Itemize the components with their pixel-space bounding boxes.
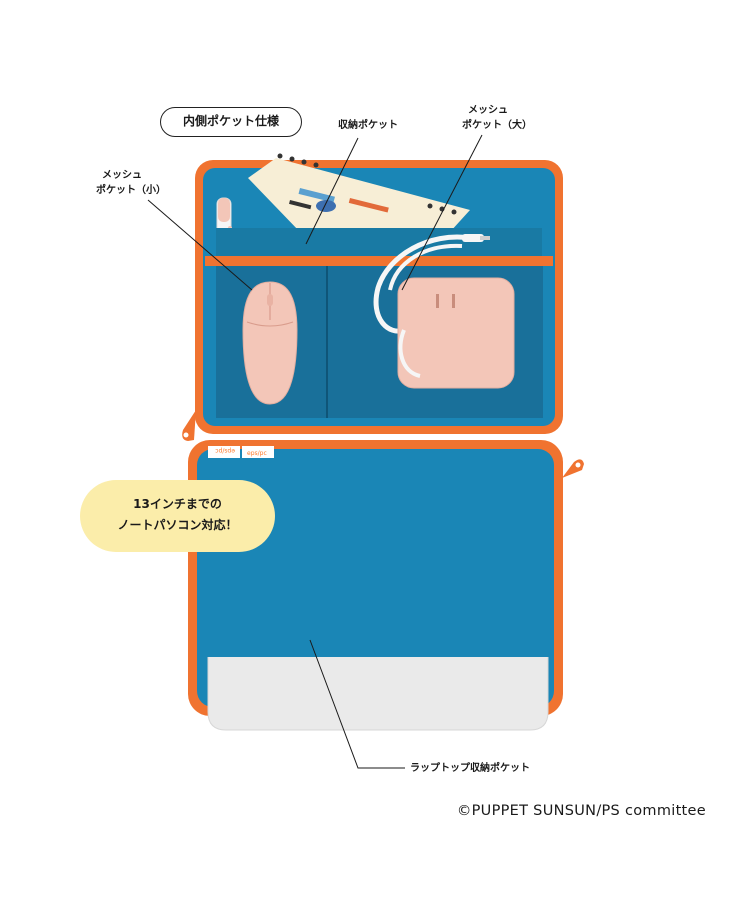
mesh-pocket-small-label-line2: ポケット（小）: [96, 185, 166, 196]
mesh-pocket-large-label-line1: メッシュ: [468, 105, 508, 116]
brand-tag-right-text: eps/pc: [247, 450, 267, 457]
storage-pocket: [216, 228, 542, 258]
brand-tag-left-text: eps/pc: [215, 447, 235, 454]
upper-zipper-pull: [182, 410, 196, 441]
leader-lines: [147, 134, 483, 769]
mesh-pocket-small-label-line1: メッシュ: [102, 170, 142, 181]
mesh-pocket-large-label: メッシュ ポケット（大）: [462, 103, 532, 133]
laptop-illustration: [207, 653, 549, 731]
brand-tag-left: [208, 446, 240, 458]
laptop-pocket-label: ラップトップ収納ポケット: [410, 763, 530, 774]
charger-illustration: [373, 234, 515, 389]
laptop-pocket: [204, 605, 550, 657]
pocket-divider-band: [205, 256, 553, 266]
mouse-illustration: [242, 281, 298, 405]
callout-line1: 13インチまでの: [133, 497, 222, 511]
laptop-size-callout: 13インチまでの ノートパソコン対応！: [80, 480, 275, 552]
inner-pocket-spec-heading: 内側ポケット仕様: [160, 107, 302, 137]
lower-zipper-pull: [562, 459, 584, 478]
copyright-notice: ©PUPPET SUNSUN/PS committee: [456, 803, 706, 819]
mesh-pocket-large-label-line2: ポケット（大）: [462, 120, 532, 131]
callout-line2: ノートパソコン対応！: [117, 518, 238, 532]
storage-pocket-label: 収納ポケット: [338, 120, 398, 131]
notebook-illustration: [248, 153, 470, 232]
mesh-pocket-small-label: メッシュ ポケット（小）: [96, 168, 166, 198]
brand-tag-right: [242, 446, 274, 458]
